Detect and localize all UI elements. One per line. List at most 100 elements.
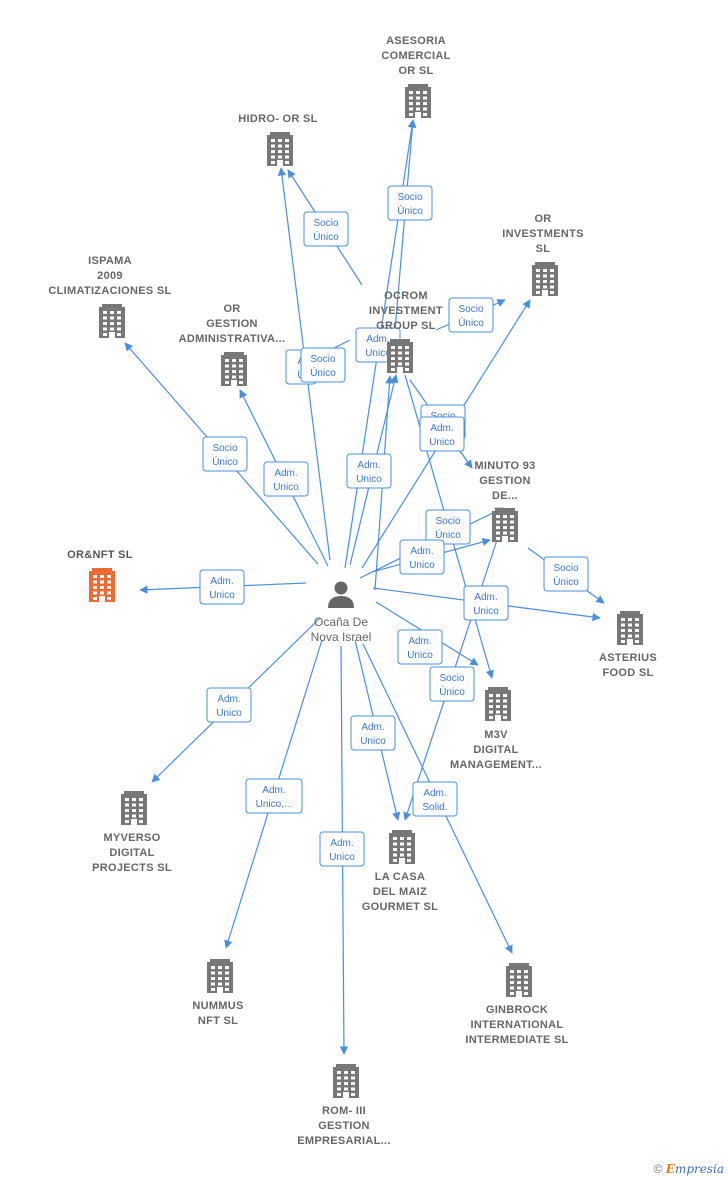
company-label-line: ADMINISTRATIVA...: [179, 333, 286, 345]
edges-layer: [124, 119, 605, 1055]
company-node-ornft[interactable]: OR&NFT SL: [67, 549, 133, 602]
edge-label-text: Unico: [273, 482, 299, 493]
building-icon: [89, 568, 115, 602]
company-label-line: LA CASA: [375, 871, 426, 883]
company-label-line: M3V: [484, 729, 508, 741]
company-label-line: GROUP SL: [376, 320, 436, 332]
edge-label-text: Unico: [473, 606, 499, 617]
edge-label-text: Único: [435, 528, 461, 541]
edge-label-text: Socio: [458, 304, 483, 315]
edge-label-text: Único: [313, 230, 339, 243]
edge-label-box: [397, 629, 443, 665]
edge-label-text: Unico,...: [256, 799, 293, 810]
company-label-line: MANAGEMENT...: [450, 759, 542, 771]
building-icon: [221, 352, 247, 386]
person-name-line: Nova Israel: [311, 630, 372, 644]
edge-label-box: [419, 416, 465, 452]
company-label-line: INVESTMENTS: [502, 228, 584, 240]
edge-label-box: [350, 715, 396, 751]
edge-labels-layer: SocioÚnicoAdm.UnicoAÚSocioÚnicoSocioÚnic…: [199, 185, 589, 867]
edge-label-nummus: Adm.Unico,...: [245, 778, 303, 814]
edge-label-text: Unico: [365, 348, 391, 359]
edge-label-box: [300, 347, 346, 383]
company-label-line: OR SL: [398, 65, 433, 77]
brand-name: mpresia: [674, 1162, 724, 1176]
edge-label-box: [319, 831, 365, 867]
edge-label-text: Unico: [356, 474, 382, 485]
company-label-line: NUMMUS: [192, 1000, 243, 1012]
company-label-line: CLIMATIZACIONES SL: [48, 285, 171, 297]
edge-label-m3v: Adm.Unico: [397, 629, 443, 665]
company-node-m3v[interactable]: M3V DIGITAL MANAGEMENT...: [450, 687, 542, 771]
company-node-hidro[interactable]: HIDRO- OR SL: [238, 113, 317, 166]
building-icon: [506, 963, 532, 997]
building-icon: [492, 508, 518, 542]
edge-label-text: Adm.: [366, 334, 389, 345]
edge-label-text: Adm.: [274, 468, 297, 479]
company-node-minuto93[interactable]: MINUTO 93GESTIONDE...: [474, 460, 535, 542]
edge-label-ocrom-b: Adm. Unico: [346, 453, 392, 489]
person-icon: [328, 581, 354, 608]
edge-label-text: Único: [458, 316, 484, 329]
building-icon: [387, 339, 413, 373]
edge-label-box: [543, 556, 589, 592]
edge-label-lacasa: Adm.Unico: [350, 715, 396, 751]
edge-label-box: [303, 211, 349, 247]
edge-label-text: Adm.: [410, 546, 433, 557]
building-icon: [617, 611, 643, 645]
company-label-line: PROJECTS SL: [92, 862, 172, 874]
building-icon: [405, 84, 431, 118]
edge-label-text: Único: [397, 204, 423, 217]
edge-label-box: [412, 781, 458, 817]
edge-label-text: Socio: [397, 192, 422, 203]
edge-label-box: [206, 687, 252, 723]
company-label-line: ASTERIUS: [599, 652, 657, 664]
edge-label-text: Unico: [216, 708, 242, 719]
edge-label-text: Adm.: [430, 423, 453, 434]
company-label-line: DIGITAL: [473, 744, 518, 756]
company-label-line: GESTION: [318, 1120, 370, 1132]
edge-label-text: Adm.: [423, 788, 446, 799]
edge-label-box: [425, 509, 471, 545]
company-label-line: HIDRO- OR SL: [238, 113, 317, 125]
company-label-line: INTERMEDIATE SL: [465, 1034, 568, 1046]
edge-label-minuto-d: Adm.Unico: [463, 585, 509, 621]
edge-label-text: Adm.: [357, 460, 380, 471]
edge-label-text: Unico: [209, 590, 235, 601]
building-icon: [333, 1064, 359, 1098]
edge-label-text: Único: [439, 685, 465, 698]
edge-label-text: Adm.: [361, 722, 384, 733]
edge-label-box: [463, 585, 509, 621]
edge-label-text: Unico: [429, 437, 455, 448]
edge-label-text: Adm.: [408, 636, 431, 647]
company-label-line: DE...: [492, 490, 518, 502]
company-label-line: OR: [223, 303, 240, 315]
edge-label-text: Único: [553, 575, 579, 588]
edge-label-text: Socio: [439, 673, 464, 684]
edge-label-text: Socio: [313, 218, 338, 229]
edge-label-text: Socio: [435, 516, 460, 527]
company-label-line: MINUTO 93: [474, 460, 535, 472]
company-node-rom3[interactable]: ROM- IIIGESTIONEMPRESARIAL...: [297, 1064, 390, 1147]
edge-label-ornft: Adm.Unico: [199, 569, 245, 605]
company-label-line: GOURMET SL: [362, 901, 438, 913]
company-label-line: ROM- III: [322, 1105, 366, 1117]
company-node-or-gestion[interactable]: ORGESTIONADMINISTRATIVA...: [179, 303, 286, 386]
company-label-line: ASESORIA: [386, 35, 446, 47]
